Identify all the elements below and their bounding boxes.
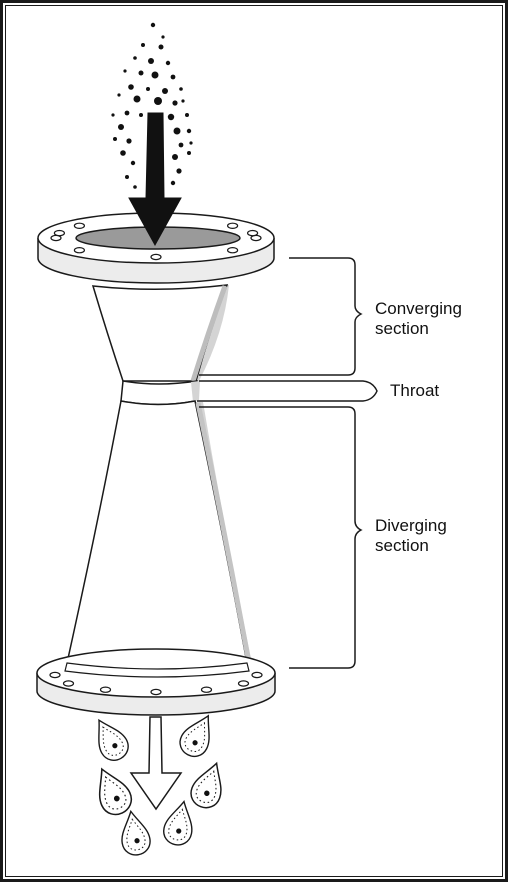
droplet-group: [98, 714, 222, 856]
water-droplet-icon: [98, 718, 129, 761]
bolt-hole: [227, 246, 239, 254]
particle-dot: [189, 141, 193, 145]
particle-dot: [173, 127, 181, 135]
particle-dot: [138, 70, 144, 76]
bolt-hole: [227, 222, 239, 229]
bolt-hole: [251, 671, 263, 679]
particle-dot: [111, 113, 115, 117]
bolt-hole: [150, 253, 162, 261]
throat-label: Throat: [390, 381, 440, 400]
bolt-hole: [237, 680, 250, 687]
bolt-hole: [99, 686, 112, 693]
converging-label-line1: Converging: [375, 299, 462, 318]
diverging-bracket: [199, 406, 363, 669]
water-droplet-icon: [98, 767, 133, 816]
particle-dot: [125, 175, 129, 179]
particle-dot: [120, 150, 126, 156]
outlet-flange: [36, 648, 276, 716]
down-arrow-outline-icon: [129, 716, 183, 811]
particle-dot: [133, 56, 137, 60]
diverging-section-label: Diverging section: [375, 516, 447, 556]
down-arrow-icon: [128, 112, 182, 247]
particle-dot: [176, 168, 182, 174]
particle-dot: [130, 160, 136, 166]
bolt-hole: [53, 229, 66, 237]
particle-dot: [128, 84, 134, 90]
particle-dot: [126, 138, 132, 144]
particle-dot: [179, 87, 183, 91]
throat-leader: [197, 380, 378, 402]
particle-dot: [161, 35, 165, 39]
particle-dot: [150, 22, 156, 28]
particle-dot: [118, 124, 124, 130]
particle-dot: [185, 113, 189, 117]
particle-dot: [158, 44, 164, 50]
diverging-body: [66, 400, 248, 670]
inlet-bolt-holes: [50, 215, 262, 261]
particle-dot: [170, 180, 176, 186]
particle-dot: [113, 137, 117, 141]
particle-dot: [151, 71, 159, 79]
bolt-hole: [150, 688, 162, 696]
bolt-hole: [200, 686, 213, 693]
particle-dot: [181, 99, 185, 103]
particle-dot: [141, 43, 145, 47]
particle-dot: [172, 100, 178, 106]
particle-dot: [178, 142, 184, 148]
bolt-hole: [62, 680, 75, 687]
particle-dot: [172, 154, 178, 160]
bolt-hole: [247, 229, 259, 237]
particle-dot: [146, 87, 150, 91]
outlet-bolt-holes: [49, 671, 263, 696]
particle-dot: [124, 110, 130, 116]
bolt-hole: [73, 222, 86, 229]
bolt-hole: [73, 246, 86, 254]
throat-band: [120, 380, 200, 406]
particle-dot: [186, 128, 192, 134]
particle-dot: [167, 113, 175, 121]
converging-section-label: Converging section: [375, 299, 462, 339]
particle-cloud: [111, 22, 193, 189]
particle-dot: [170, 74, 176, 80]
water-droplet-icon: [121, 809, 151, 856]
water-droplet-icon: [163, 799, 193, 846]
converging-bracket: [199, 257, 363, 376]
particle-dot: [162, 88, 168, 94]
particle-dot: [187, 151, 191, 155]
diverging-label-line1: Diverging: [375, 516, 447, 535]
bolt-hole: [49, 671, 61, 679]
diverging-section: [66, 400, 253, 670]
particle-dot: [133, 95, 141, 103]
water-droplet-icon: [179, 714, 210, 758]
particle-dot: [139, 113, 143, 117]
label-leaders: [197, 257, 378, 669]
converging-section: [91, 284, 229, 382]
particle-dot: [117, 93, 121, 97]
diverging-label-line2: section: [375, 536, 429, 555]
water-droplet-icon: [190, 761, 222, 809]
particle-dot: [165, 60, 171, 66]
particle-dot: [154, 97, 162, 105]
converging-label-line2: section: [375, 319, 429, 338]
particle-dot: [123, 69, 127, 73]
venturi-tube-illustration: [36, 22, 378, 856]
particle-dot: [133, 185, 137, 189]
particle-dot: [148, 58, 154, 64]
